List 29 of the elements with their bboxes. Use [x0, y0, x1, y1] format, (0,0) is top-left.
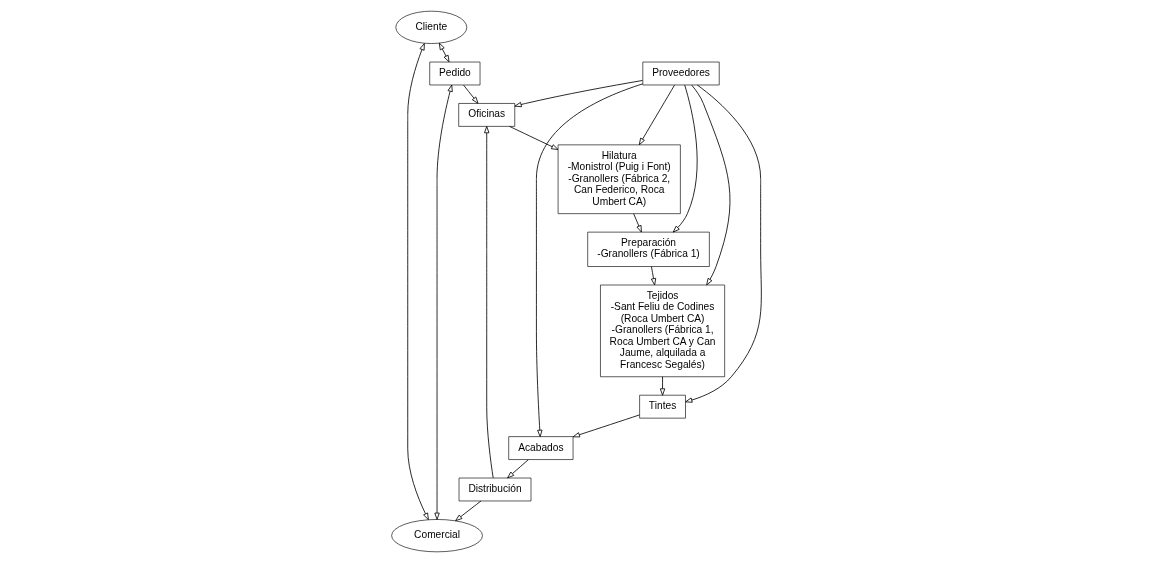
- node-box: Hilatura -Monistrol (Puig i Font) -Granollers (Fábrica 2, Can Federico, Roca Umbert CA): [557, 144, 681, 214]
- node-ellipse: Comercial: [390, 519, 483, 553]
- arrow: [650, 266, 656, 286]
- node-box: Tejidos -Sant Feliu de Codines (Roca Umbert CA) -Granollers (Fábrica 1, Roca Umbert CA y Can Jaume, alquilada a Francesc Segalés): [599, 284, 725, 378]
- node-box: Acabados: [507, 436, 573, 460]
- node-box: Distribución: [458, 477, 531, 502]
- arrow: [659, 376, 665, 396]
- node-box: Proveedores: [642, 61, 720, 86]
- arrow: [690, 84, 730, 286]
- arrow: [433, 84, 453, 520]
- arrow: [572, 414, 640, 438]
- arrow: [406, 43, 429, 521]
- arrow: [454, 500, 481, 522]
- node-box: Oficinas: [457, 103, 515, 127]
- arrow: [483, 126, 494, 479]
- node-box: Pedido: [428, 61, 480, 86]
- arrow: [632, 213, 642, 233]
- arrow: [506, 459, 529, 479]
- arrow: [684, 84, 762, 403]
- arrow: [462, 84, 478, 104]
- node-box: Tintes: [638, 394, 686, 419]
- node-box: Preparación -Granollers (Fábrica 1): [586, 231, 710, 267]
- arrow: [535, 83, 643, 437]
- node-ellipse: Cliente: [395, 10, 467, 44]
- arrow: [513, 80, 643, 108]
- arrow: [672, 84, 697, 233]
- arrow: [438, 42, 449, 63]
- arrow: [508, 126, 558, 150]
- arrow: [638, 84, 675, 146]
